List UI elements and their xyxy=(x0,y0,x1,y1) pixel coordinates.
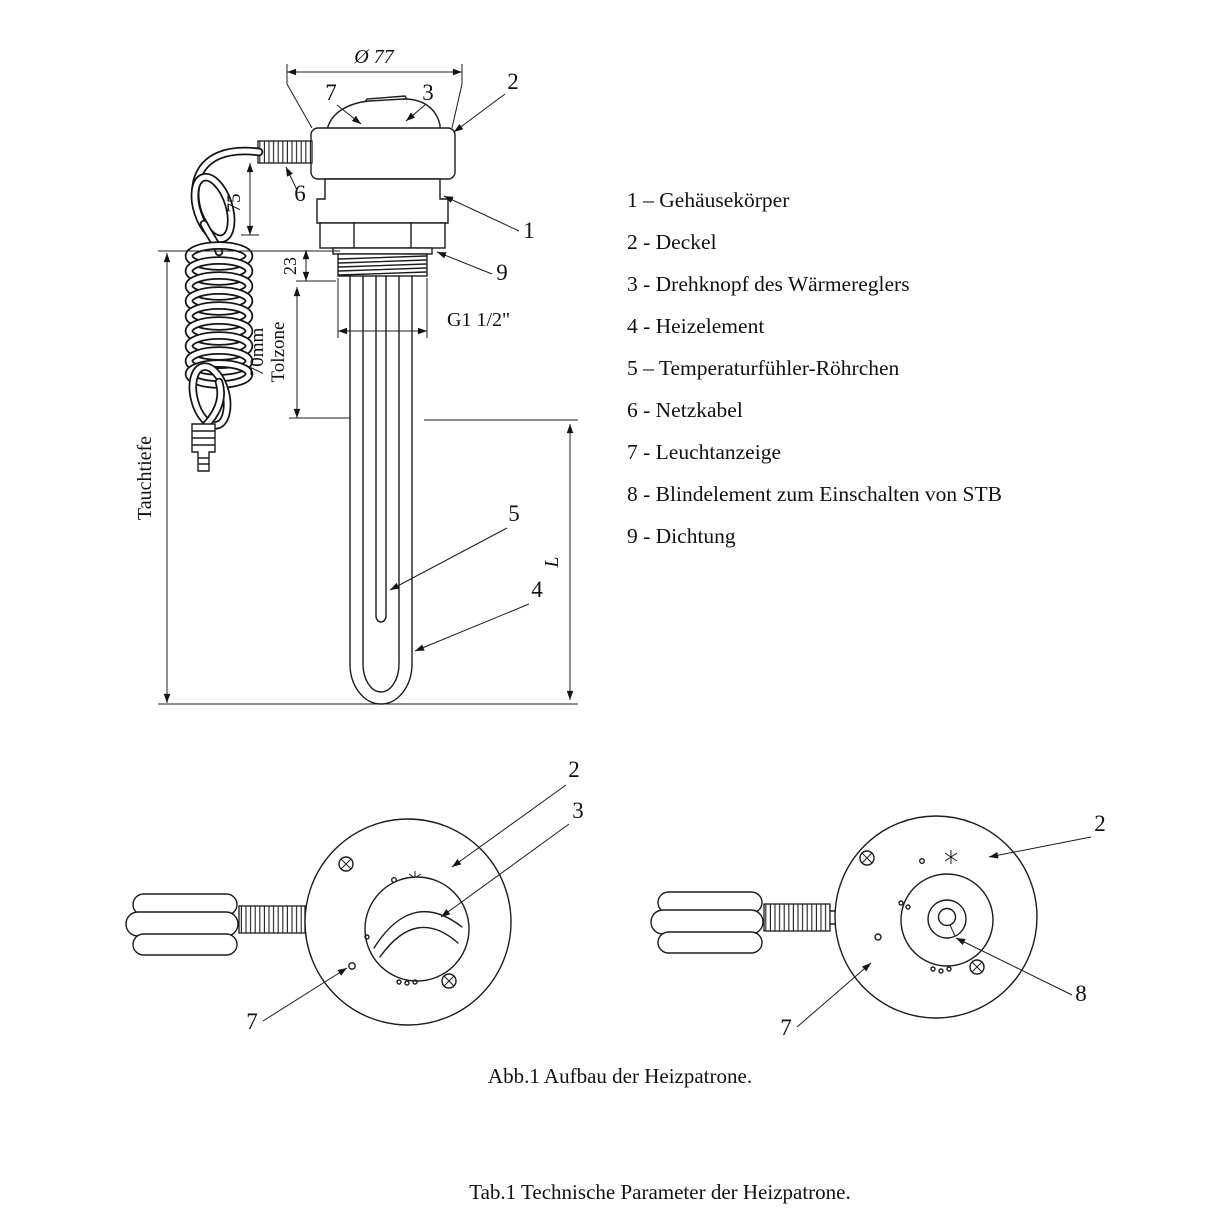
dimension-diameter: Ø 77 xyxy=(286,46,463,129)
dimension-75: 75 xyxy=(224,163,259,236)
dimension-length-l: L xyxy=(424,419,578,700)
knob-grip xyxy=(373,911,463,949)
scale-mark xyxy=(919,858,926,865)
legend-item-3: 3 - Drehknopf des Wärmereglers xyxy=(627,272,910,296)
scale-mark xyxy=(396,979,402,985)
rotary-knob xyxy=(364,876,470,982)
callout-7: 7 xyxy=(780,1015,792,1040)
dimension-immersion-depth: Tauchtiefe xyxy=(134,250,578,705)
housing-body xyxy=(316,178,449,224)
callout-3: 3 xyxy=(572,798,584,823)
callout-2: 2 xyxy=(568,757,580,782)
callout-4: 4 xyxy=(531,577,543,602)
callout-2: 2 xyxy=(1094,811,1106,836)
indicator-lamp xyxy=(348,962,356,970)
legend-item-2: 2 - Deckel xyxy=(627,230,717,254)
callout-9: 9 xyxy=(496,260,508,285)
callout-6: 6 xyxy=(294,181,306,206)
main-assembly-drawing xyxy=(184,95,456,705)
frost-symbol-icon xyxy=(944,850,958,864)
mains-plug xyxy=(191,423,216,472)
dimension-annotations: Ø 77 75 23 70mm Tolzone Tauchtiefe xyxy=(134,46,578,705)
screw xyxy=(441,973,457,989)
cover-deckel xyxy=(310,127,456,180)
scale-mark xyxy=(898,900,904,906)
power-cable xyxy=(184,146,264,430)
parts-legend: 1 – Gehäusekörper 2 - Deckel 3 - Drehkno… xyxy=(627,179,1002,557)
threaded-connection xyxy=(337,253,428,277)
scale-mark xyxy=(412,979,418,985)
callouts-main-view: 7 3 2 1 9 6 5 4 xyxy=(285,69,543,652)
legend-item-8: 8 - Blindelement zum Einschalten von STB xyxy=(627,482,1002,506)
screw xyxy=(969,959,985,975)
plug-lobe xyxy=(657,931,763,954)
callout-2: 2 xyxy=(507,69,519,94)
cable-gland xyxy=(257,140,313,164)
plug-lobe xyxy=(132,933,238,956)
scale-mark xyxy=(930,966,936,972)
cable-length-label: 75 xyxy=(224,194,245,213)
hex-nut xyxy=(319,222,446,249)
indicator-lamp xyxy=(874,933,882,941)
scale-mark xyxy=(946,966,952,972)
thread-size-label: G1 1/2" xyxy=(447,309,510,331)
callout-5: 5 xyxy=(508,501,520,526)
scale-mark xyxy=(364,934,370,940)
knob-grip xyxy=(379,926,459,958)
legend-item-4: 4 - Heizelement xyxy=(627,314,765,338)
element-length-label: L xyxy=(541,556,563,568)
tolzone-text-label: Tolzone xyxy=(268,322,289,383)
callout-7: 7 xyxy=(325,80,337,105)
screw xyxy=(338,856,354,872)
diameter-label: Ø 77 xyxy=(353,46,394,68)
scale-mark xyxy=(404,980,410,986)
legend-item-1: 1 – Gehäusekörper xyxy=(627,188,790,212)
scale-mark xyxy=(938,968,944,974)
tolzone-value-label: 70mm xyxy=(247,328,268,377)
dimension-thread: G1 1/2" xyxy=(337,278,510,338)
legend-item-5: 5 – Temperaturfühler-Röhrchen xyxy=(627,356,900,380)
callout-1: 1 xyxy=(523,218,535,243)
scale-mark xyxy=(905,904,911,910)
heating-element-tube xyxy=(349,275,413,705)
figure-caption: Abb.1 Aufbau der Heizpatrone. xyxy=(487,1064,753,1088)
sensor-tube xyxy=(375,275,387,623)
seal-height-label: 23 xyxy=(280,257,300,275)
blind-element xyxy=(937,907,957,927)
dimension-23: 23 xyxy=(280,250,336,282)
bottom-view-with-knob: 2 3 7 xyxy=(125,757,584,1034)
legend-item-6: 6 - Netzkabel xyxy=(627,398,743,422)
legend-item-7: 7 - Leuchtanzeige xyxy=(627,440,781,464)
gasket-seal xyxy=(332,247,433,255)
screw xyxy=(859,850,875,866)
legend-item-9: 9 - Dichtung xyxy=(627,524,736,548)
table-caption: Tab.1 Technische Parameter der Heizpatro… xyxy=(469,1180,851,1204)
dimension-tolzone: 70mm Tolzone xyxy=(247,287,350,419)
cable-gland xyxy=(763,903,831,932)
bottom-view-blind-element: 2 8 7 xyxy=(650,811,1106,1040)
callout-3: 3 xyxy=(422,80,434,105)
plug-lobe xyxy=(650,909,764,935)
cable-gland xyxy=(238,905,306,934)
callout-8: 8 xyxy=(1075,981,1087,1006)
plug-lobe xyxy=(125,911,239,937)
immersion-depth-label: Tauchtiefe xyxy=(134,436,156,520)
callout-7: 7 xyxy=(246,1009,258,1034)
